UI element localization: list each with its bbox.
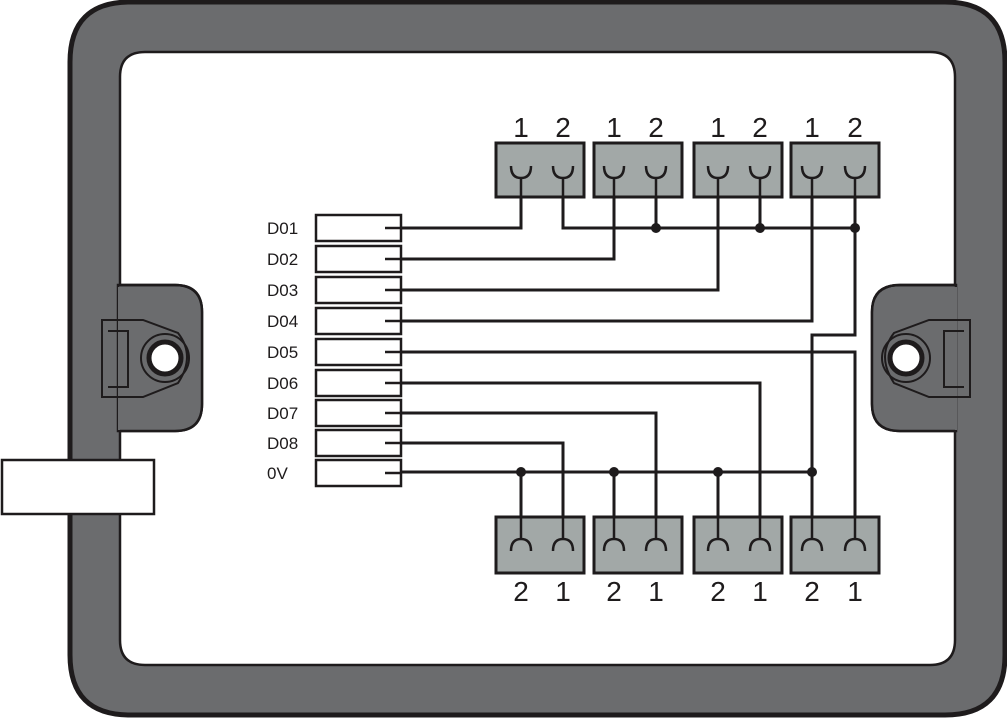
pin-number: 2: [752, 112, 768, 143]
wire-d07: [401, 411, 658, 517]
wiring: [401, 197, 857, 517]
pin-number: 2: [847, 112, 863, 143]
junctions: [516, 223, 860, 477]
terminal-d06: D06: [267, 368, 403, 398]
terminal-d01: D01: [267, 213, 403, 243]
junction-dot: [609, 467, 619, 477]
terminal-label: 0V: [267, 464, 288, 483]
right-mounting-hole: [881, 319, 971, 398]
terminal-slot: [314, 398, 403, 428]
terminal-d08: D08: [267, 428, 403, 458]
wire-d08: [401, 441, 565, 517]
pin-number: 2: [804, 576, 820, 607]
wire-common-to-0v: [810, 228, 857, 517]
connector-body: [494, 141, 586, 199]
wire-d04: [401, 197, 814, 323]
wire-d01: [401, 197, 523, 230]
terminal-d05: D05: [267, 337, 403, 367]
wire-d05: [401, 350, 857, 517]
connector-body: [789, 515, 881, 575]
pin-number: 1: [648, 576, 664, 607]
terminal-label: D08: [267, 434, 298, 453]
connector-body: [592, 141, 684, 199]
pin-number: 2: [606, 576, 622, 607]
terminal-slot: [314, 275, 403, 305]
connector-body: [592, 515, 684, 575]
junction-dot: [713, 467, 723, 477]
junction-dot: [516, 467, 526, 477]
pin-number: 1: [513, 112, 529, 143]
terminal-label: D07: [267, 404, 298, 423]
junction-dot: [651, 223, 661, 233]
terminal-label: D02: [267, 250, 298, 269]
terminal-d03: D03: [267, 275, 403, 305]
junction-dot: [807, 467, 817, 477]
pin-number: 2: [648, 112, 664, 143]
terminal-label: D06: [267, 374, 298, 393]
terminal-d04: D04: [267, 306, 403, 336]
terminal-0v: 0V: [267, 458, 403, 488]
terminal-label: D04: [267, 312, 298, 331]
connector-body: [692, 141, 784, 199]
terminal-d07: D07: [267, 398, 403, 428]
left-mounting-hole: [101, 319, 190, 398]
pin-number: 1: [606, 112, 622, 143]
cable-entry: [0, 458, 156, 516]
junction-dot: [755, 223, 765, 233]
wire-common-bus: [561, 197, 857, 230]
pin-number: 1: [847, 576, 863, 607]
junction-dot: [850, 223, 860, 233]
pin-number: 2: [555, 112, 571, 143]
pin-number: 1: [752, 576, 768, 607]
terminal-label: D03: [267, 281, 298, 300]
wire-d02: [401, 197, 616, 261]
pin-number: 1: [555, 576, 571, 607]
wire-0v-bus: [401, 470, 812, 517]
terminal-label: D01: [267, 219, 298, 238]
terminal-label: D05: [267, 343, 298, 362]
pin-number: 1: [710, 112, 726, 143]
pin-number: 1: [804, 112, 820, 143]
pin-number: 2: [513, 576, 529, 607]
pin-number: 2: [710, 576, 726, 607]
connector-body: [494, 515, 586, 575]
terminal-d02: D02: [267, 244, 403, 274]
